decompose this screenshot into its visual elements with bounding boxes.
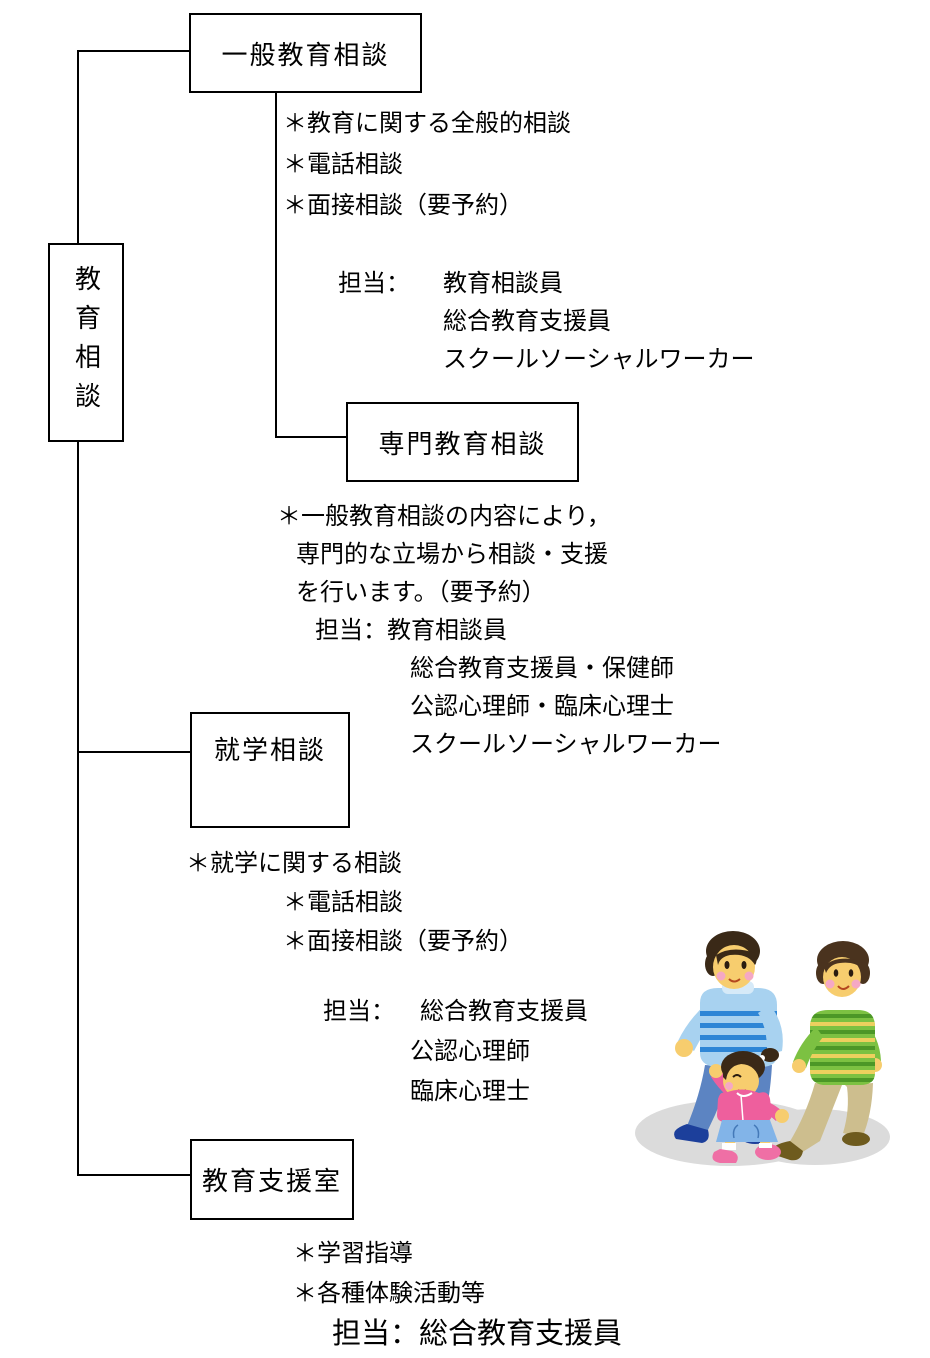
desc-line: を行います。（要予約） bbox=[296, 580, 546, 606]
node-label: 就学相談 bbox=[213, 736, 326, 765]
school-entry-bullets: ＊就学に関する相談 ＊電話相談 ＊面接相談（要予約） bbox=[186, 845, 523, 962]
staff-line: 臨床心理士 bbox=[410, 1079, 530, 1105]
bullet-line: ＊電話相談 bbox=[283, 152, 403, 178]
bullet-line: ＊面接相談（要予約） bbox=[283, 193, 523, 219]
spine-connector-line bbox=[77, 50, 79, 1176]
mother-figure bbox=[771, 941, 882, 1161]
desc-line: ＊一般教育相談の内容により， bbox=[277, 504, 611, 530]
tanto-line: 担当：総合教育支援員 bbox=[332, 1318, 623, 1350]
staff-name: 総合教育支援員 bbox=[420, 999, 588, 1025]
support-room-bullets: ＊学習指導 ＊各種体験活動等 担当：総合教育支援員 bbox=[293, 1234, 622, 1354]
staff-line: 担当： 総合教育支援員 bbox=[323, 992, 588, 1032]
node-general-consultation: 一般教育相談 bbox=[189, 13, 422, 93]
bullet-line: ＊教育に関する全般的相談 bbox=[283, 111, 571, 137]
staff-name: 教育相談員 bbox=[443, 271, 563, 297]
staff-line: 総合教育支援員 bbox=[443, 309, 611, 335]
tanto-label: 担当： bbox=[323, 999, 395, 1025]
bullet-line: ＊面接相談（要予約） bbox=[283, 929, 523, 955]
school-entry-staff: 担当： 総合教育支援員 公認心理師 臨床心理士 bbox=[323, 992, 588, 1112]
bullet-line: ＊電話相談 bbox=[283, 890, 403, 916]
staff-line: スクールソーシャルワーカー bbox=[443, 347, 755, 373]
staff-line: 担当： 教育相談員 bbox=[338, 265, 755, 303]
general-consultation-bullets: ＊教育に関する全般的相談 ＊電話相談 ＊面接相談（要予約） bbox=[283, 104, 571, 227]
node-education-support-room: 教育支援室 bbox=[190, 1139, 354, 1220]
node-specialized-consultation: 専門教育相談 bbox=[346, 402, 579, 482]
connector-to-general-box bbox=[77, 50, 189, 52]
tanto-label: 担当： bbox=[338, 271, 410, 297]
connector-to-senmon-box bbox=[275, 436, 346, 438]
staff-line: 公認心理師・臨床心理士 bbox=[410, 694, 674, 720]
bullet-line: ＊学習指導 bbox=[293, 1241, 413, 1267]
family-walking-illustration bbox=[635, 931, 890, 1166]
node-label: 専門教育相談 bbox=[378, 429, 547, 459]
desc-line: 専門的な立場から相談・支援 bbox=[296, 542, 608, 568]
general-consultation-staff: 担当： 教育相談員 総合教育支援員 スクールソーシャルワーカー bbox=[338, 265, 755, 379]
node-education-consultation: 教育相談 bbox=[48, 243, 124, 442]
node-label: 教育相談 bbox=[71, 264, 101, 421]
bullet-line: ＊各種体験活動等 bbox=[293, 1281, 485, 1307]
staff-line: 総合教育支援員・保健師 bbox=[410, 656, 674, 682]
specialized-consultation-text: ＊一般教育相談の内容により， 専門的な立場から相談・支援 を行います。（要予約）… bbox=[277, 498, 722, 764]
bullet-line: ＊就学に関する相談 bbox=[186, 851, 402, 877]
node-label: 一般教育相談 bbox=[221, 40, 390, 70]
girl-figure bbox=[709, 1048, 789, 1163]
node-school-entry-consultation: 就学相談 bbox=[190, 712, 350, 828]
staff-line: 公認心理師 bbox=[410, 1039, 530, 1065]
connector-to-shien-box bbox=[77, 1174, 190, 1176]
node-label: 教育支援室 bbox=[201, 1167, 342, 1196]
staff-line: スクールソーシャルワーカー bbox=[410, 732, 722, 758]
drop-connector-line bbox=[275, 89, 277, 438]
tanto-line: 担当：教育相談員 bbox=[315, 618, 507, 644]
connector-to-shugaku-box bbox=[77, 751, 190, 753]
